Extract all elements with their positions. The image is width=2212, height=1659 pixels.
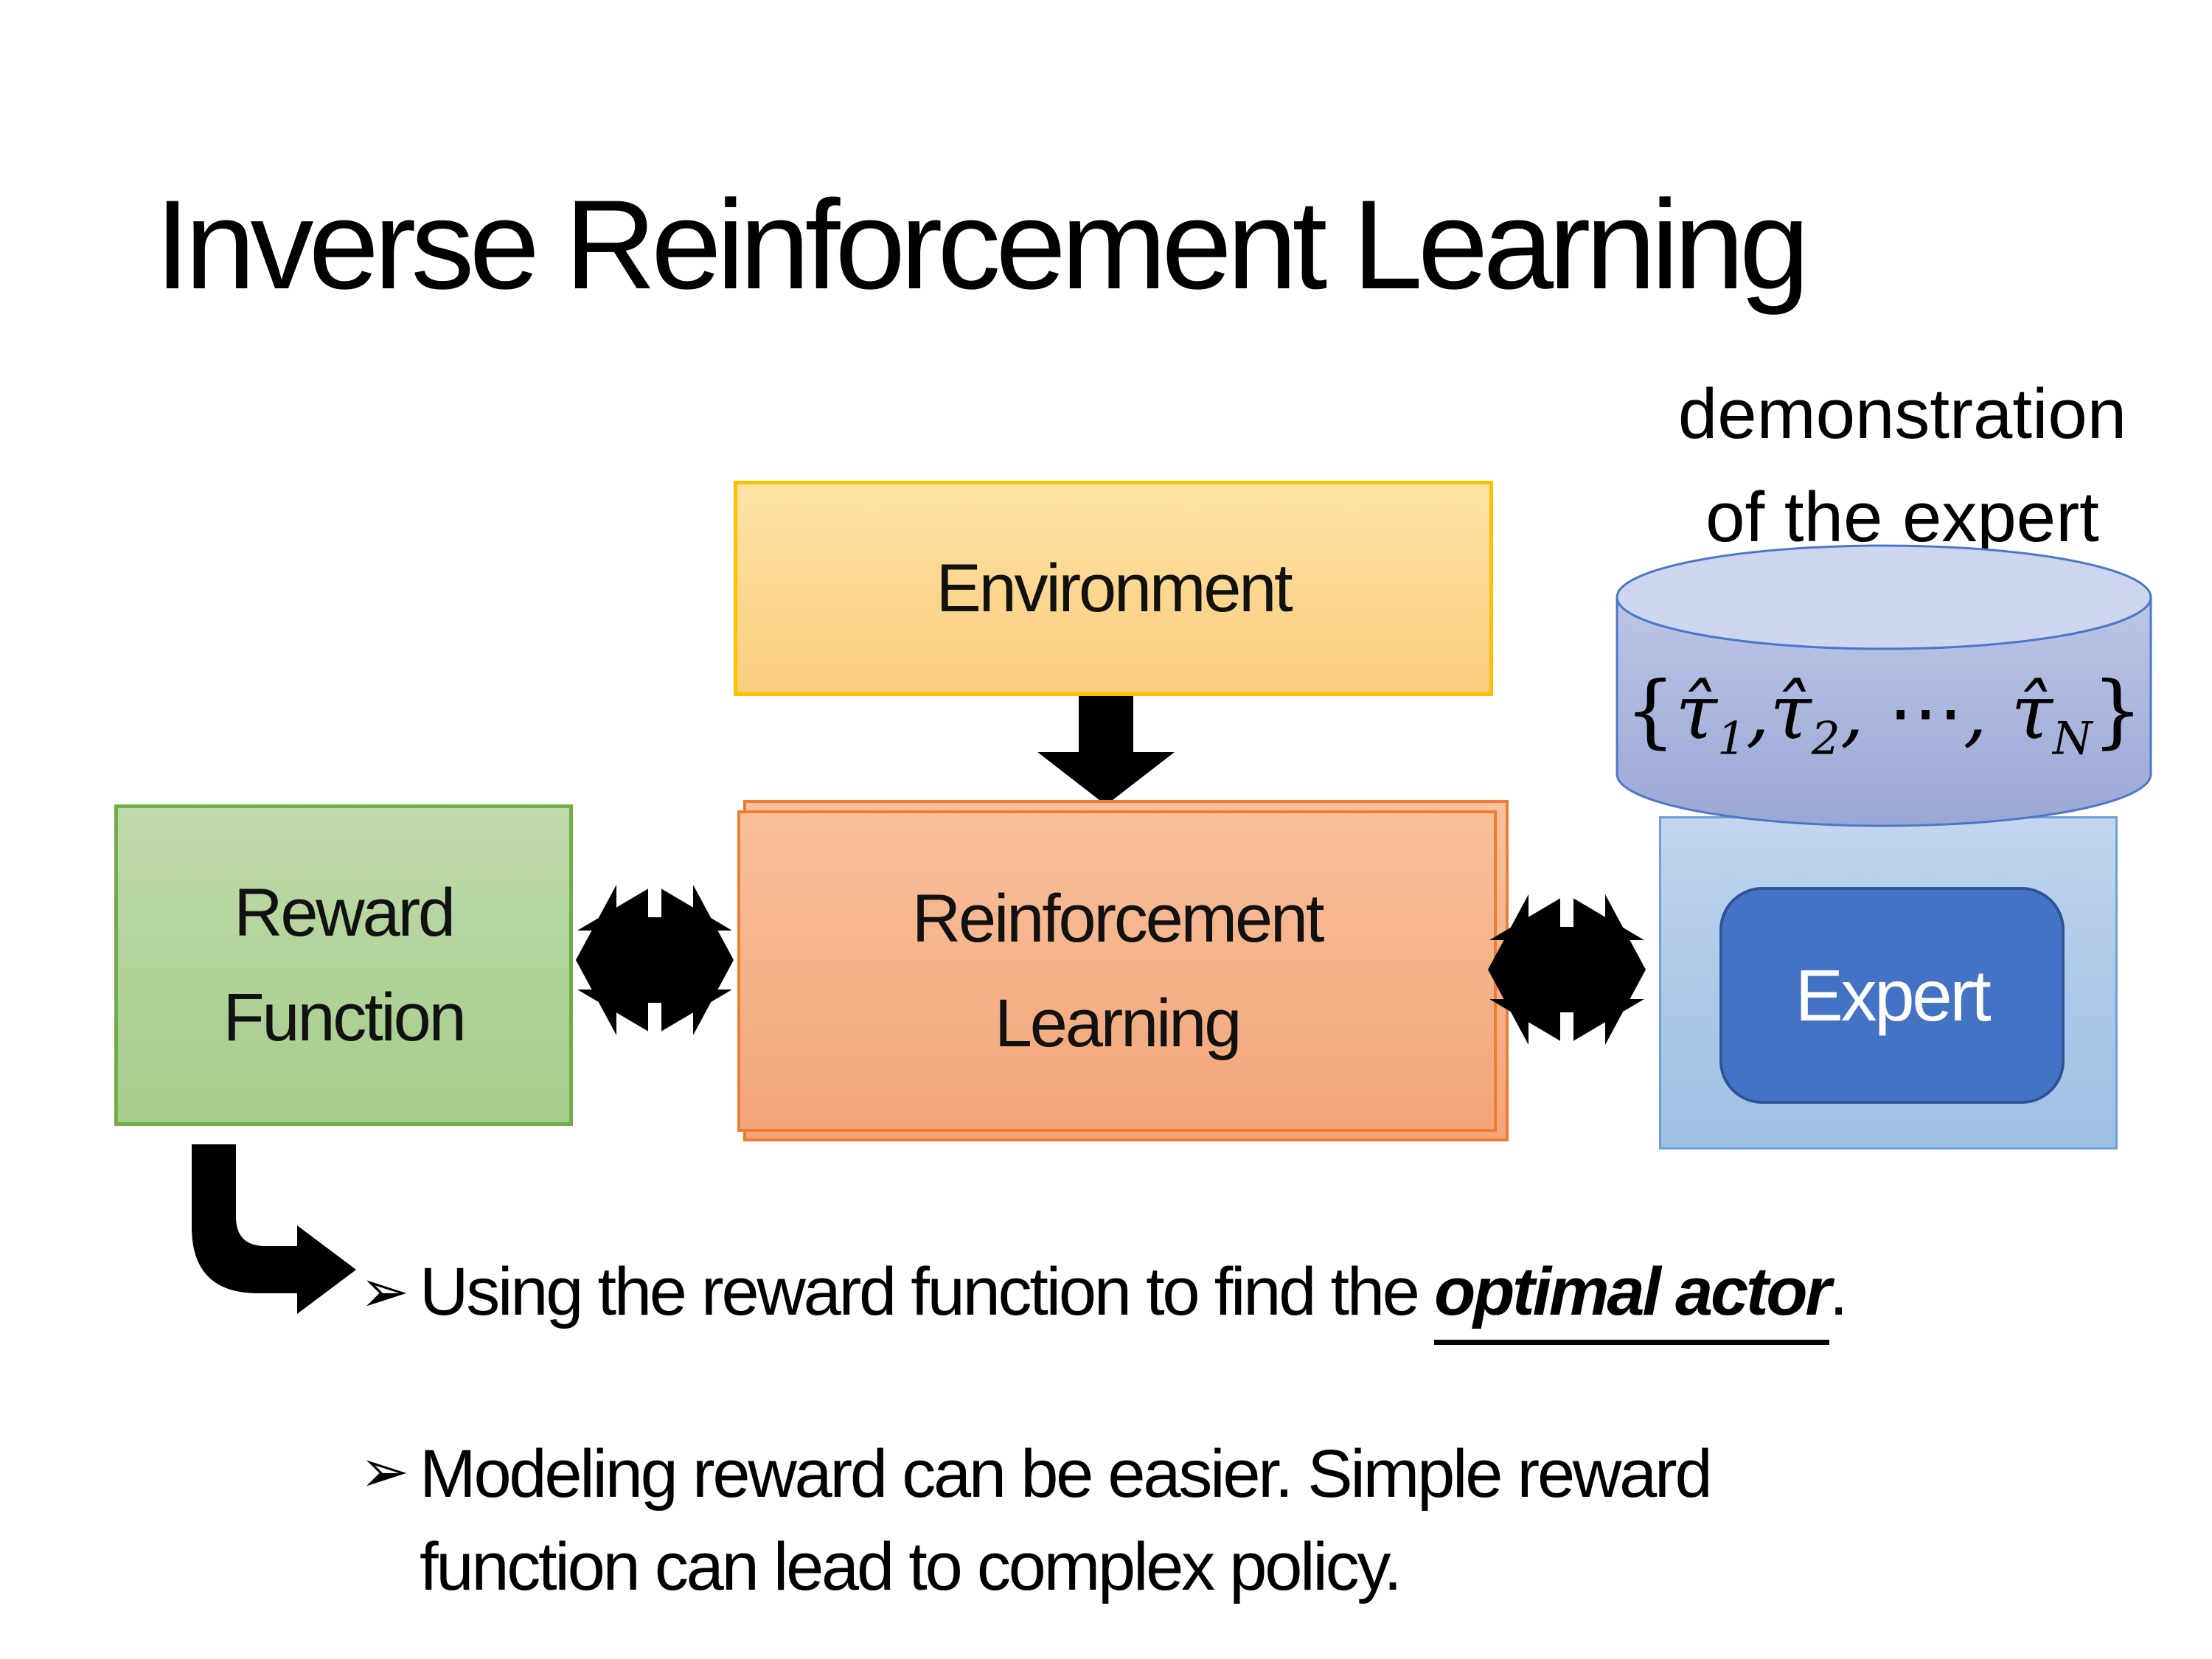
arrow-slit-top <box>648 883 661 917</box>
formula-sep2: , <box>1840 669 1865 757</box>
bullet-1-emphasis: optimal actor <box>1434 1254 1832 1345</box>
demonstration-label-line2: of the expert <box>1705 478 2099 557</box>
cylinder-top <box>1615 544 2152 650</box>
slide-title: Inverse Reinforcement Learning <box>155 174 1810 316</box>
demonstration-cylinder-shape <box>1615 544 2152 827</box>
formula-tau1-sub: 1 <box>1717 712 1746 765</box>
arrow-slit-top <box>1560 893 1573 927</box>
bullet-2-text: Modeling reward can be easier. Simple re… <box>420 1427 1713 1613</box>
double-arrow-icon-left <box>576 883 734 1037</box>
environment-node: Environment <box>734 481 1493 696</box>
bullet-arrowhead-icon: ➢ <box>360 1257 410 1326</box>
reward-function-label-line1: Reward <box>234 875 456 950</box>
demonstration-label: demonstration of the expert <box>1622 363 2183 569</box>
horizontal-double-arrow-shape <box>576 885 734 1035</box>
bullet-2-line1: Modeling reward can be easier. Simple re… <box>420 1436 1713 1512</box>
environment-label: Environment <box>936 551 1293 626</box>
formula-sep3: , <box>1963 669 1988 757</box>
arrow-slit-bottom <box>648 1003 661 1037</box>
formula-tauN-sub: N <box>2052 712 2093 765</box>
bent-arrow-shape <box>192 1144 356 1314</box>
bullet-1-prefix: Using the reward function to find the <box>420 1254 1435 1329</box>
trajectory-set-formula: {τ̂1,τ̂2, ⋯, τ̂N} <box>1615 665 2153 765</box>
bullet-item-2: ➢ Modeling reward can be easier. Simple … <box>360 1427 1713 1613</box>
formula-close-brace: } <box>2092 665 2143 757</box>
expert-node: Expert <box>1719 887 2065 1104</box>
formula-open-brace: { <box>1624 665 1676 757</box>
formula-tauN: τ̂ <box>2011 669 2053 757</box>
formula-sep1: , <box>1745 669 1770 757</box>
bullet-item-1: ➢ Using the reward function to find the … <box>360 1248 1848 1345</box>
reward-function-node: Reward Function <box>114 804 573 1126</box>
down-arrow-icon <box>1037 696 1175 805</box>
formula-dots: ⋯ <box>1888 669 1964 757</box>
reward-function-label-line2: Function <box>223 980 466 1055</box>
demonstration-label-line1: demonstration <box>1677 375 2127 453</box>
bullet-1-text: Using the reward function to find the op… <box>420 1248 1848 1345</box>
double-arrow-icon-right <box>1488 893 1646 1046</box>
formula-tau2: τ̂ <box>1770 669 1812 757</box>
formula-tau1: τ̂ <box>1675 669 1717 757</box>
horizontal-double-arrow-shape <box>1488 894 1646 1045</box>
formula-tau2-sub: 2 <box>1811 712 1840 765</box>
bullet-arrowhead-icon: ➢ <box>360 1437 410 1506</box>
arrow-slit-bottom <box>1560 1012 1573 1046</box>
bullet-1-suffix: . <box>1829 1254 1848 1329</box>
reinforcement-learning-node: Reinforcement Learning <box>737 810 1497 1132</box>
bullet-2-line2: function can lead to complex policy. <box>420 1529 1402 1604</box>
expert-label: Expert <box>1795 954 1992 1036</box>
down-arrow-shape <box>1037 696 1175 805</box>
bent-arrow-icon <box>192 1144 356 1314</box>
reinforcement-learning-label-line1: Reinforcement <box>911 881 1325 956</box>
reinforcement-learning-label-line2: Learning <box>994 986 1242 1061</box>
